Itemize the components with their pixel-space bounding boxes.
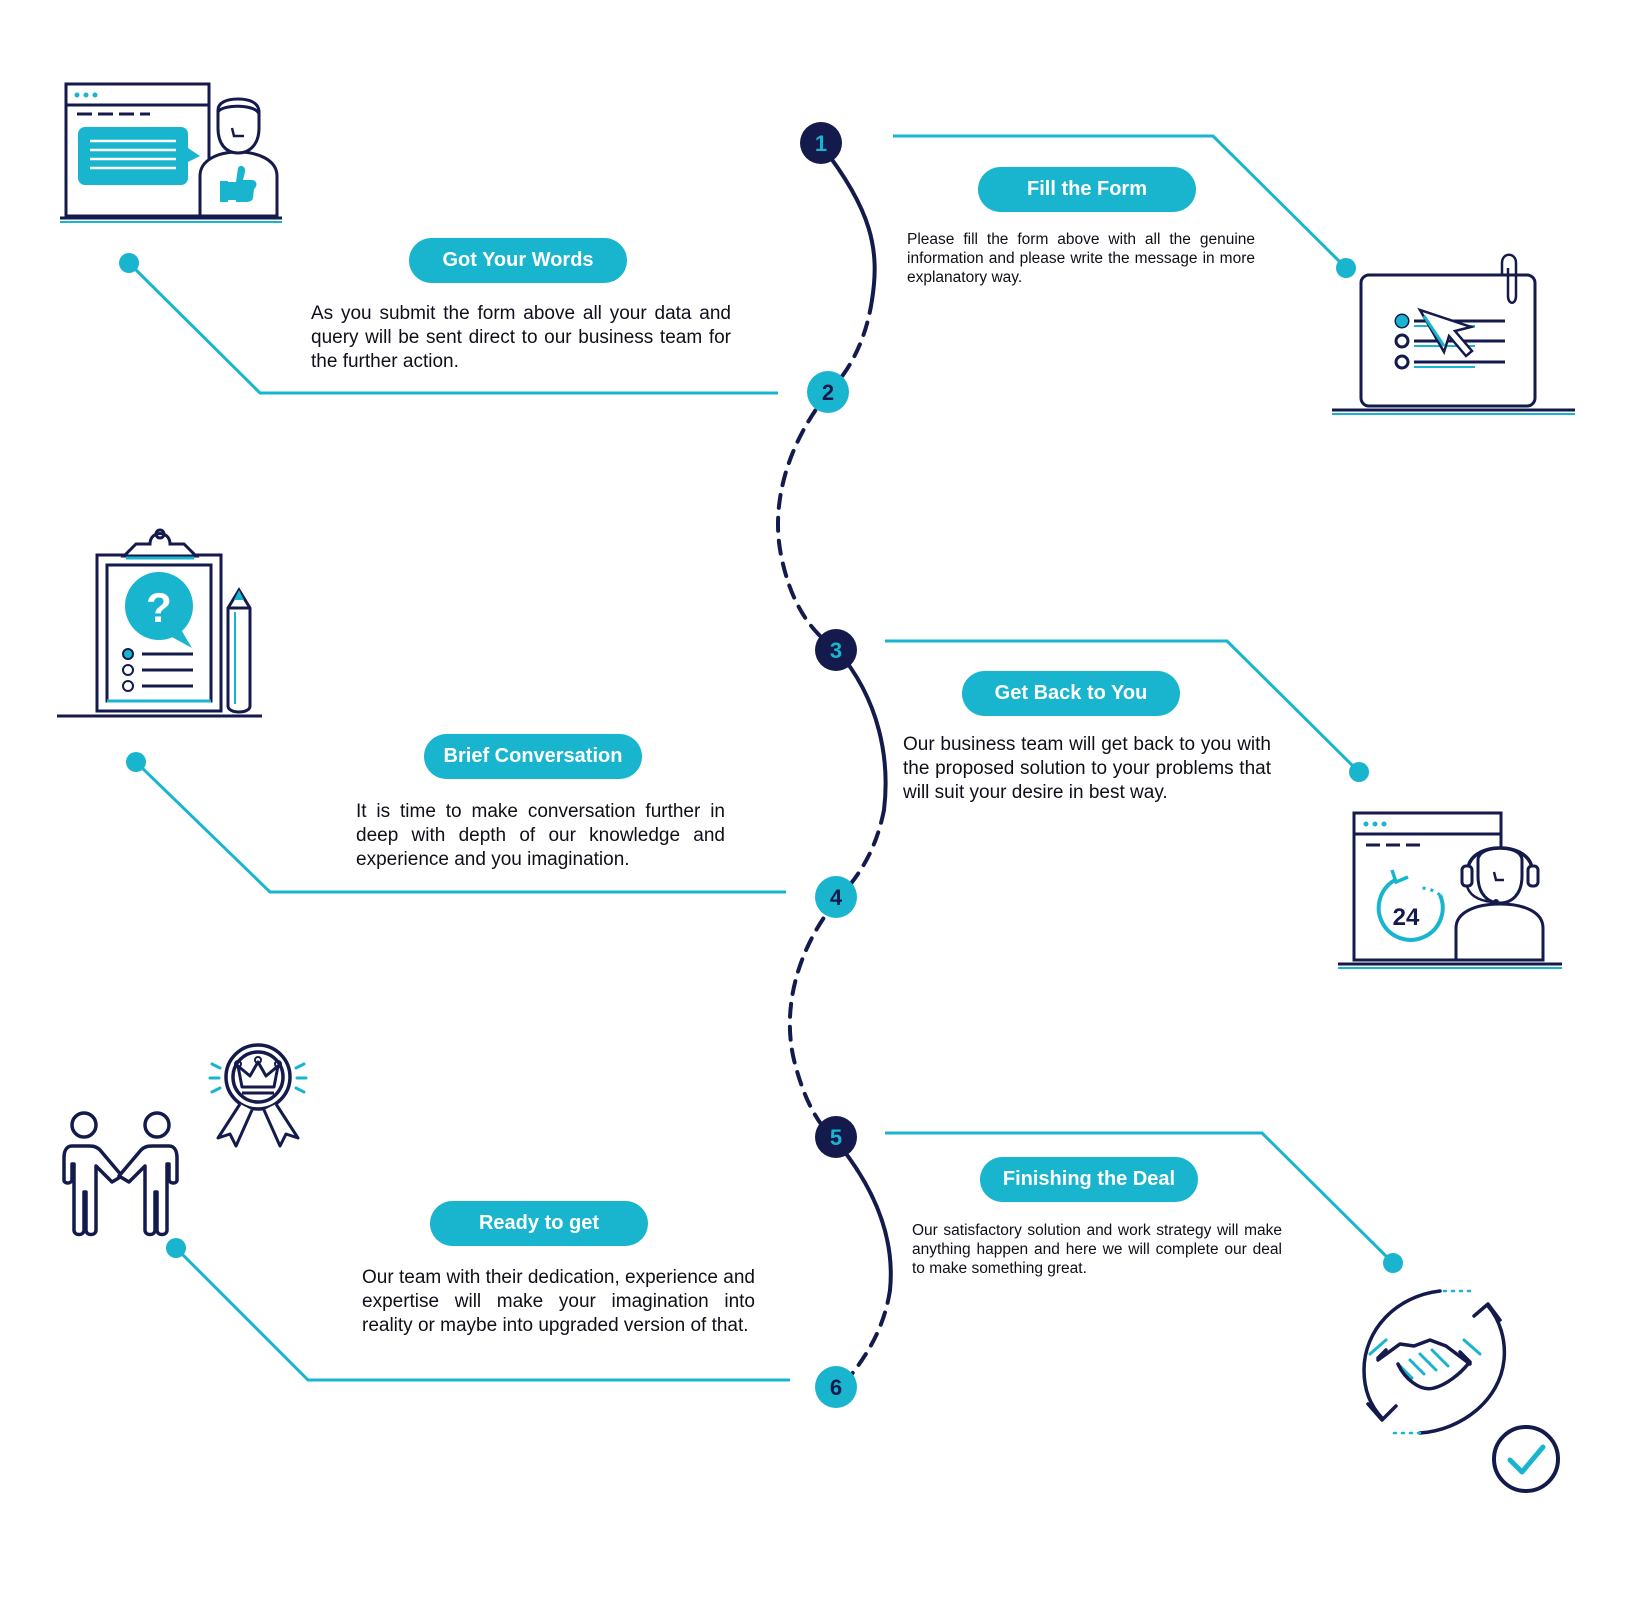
svg-text:?: ? xyxy=(146,584,172,631)
step-1-description: Please fill the form above with all the … xyxy=(907,231,1255,286)
svg-text:3: 3 xyxy=(830,638,842,663)
connector-step-4 xyxy=(134,760,786,894)
step-number-4: 4 xyxy=(815,876,857,918)
step-2-description: As you submit the form above all your da… xyxy=(311,303,731,372)
svg-text:4: 4 xyxy=(830,885,843,910)
connector-lines xyxy=(127,134,1395,1382)
step-6-description: Our team with their dedication, experien… xyxy=(362,1267,755,1336)
people-handshake-award-icon xyxy=(62,1043,308,1237)
step-2-title: Got Your Words xyxy=(409,238,627,283)
browser-user-thumbs-up-icon xyxy=(60,82,282,223)
svg-text:2: 2 xyxy=(822,380,834,405)
connector-step-2 xyxy=(127,261,778,395)
step-5-description: Our satisfactory solution and work strat… xyxy=(912,1222,1282,1277)
connector-step-3 xyxy=(885,639,1361,774)
connector-dots xyxy=(119,253,1403,1273)
step-number-1: 1 xyxy=(800,122,842,164)
step-4-title: Brief Conversation xyxy=(424,734,642,779)
svg-text:6: 6 xyxy=(830,1375,842,1400)
form-checklist-cursor-icon xyxy=(1332,253,1575,415)
step-number-5: 5 xyxy=(815,1116,857,1158)
connector-step-1 xyxy=(893,134,1348,270)
connector-step-5 xyxy=(885,1131,1395,1265)
step-1-title: Fill the Form xyxy=(978,167,1196,212)
clipboard-question-pencil-icon: ? xyxy=(57,528,262,718)
handshake-cycle-check-icon xyxy=(1362,1289,1560,1493)
timeline-path xyxy=(776,143,893,1394)
support-agent-24-hours-icon: 24 xyxy=(1338,811,1562,969)
step-number-6: 6 xyxy=(815,1366,857,1408)
step-3-title: Get Back to You xyxy=(962,671,1180,716)
svg-text:24: 24 xyxy=(1393,904,1420,931)
step-4-description: It is time to make conversation further … xyxy=(356,801,725,870)
step-5-title: Finishing the Deal xyxy=(980,1157,1198,1202)
step-3-description: Our business team will get back to you w… xyxy=(903,734,1271,803)
connector-step-6 xyxy=(174,1246,790,1382)
step-number-3: 3 xyxy=(815,629,857,671)
step-number-2: 2 xyxy=(807,371,849,413)
svg-text:5: 5 xyxy=(830,1125,842,1150)
step-6-title: Ready to get xyxy=(430,1201,648,1246)
svg-text:1: 1 xyxy=(815,131,827,156)
